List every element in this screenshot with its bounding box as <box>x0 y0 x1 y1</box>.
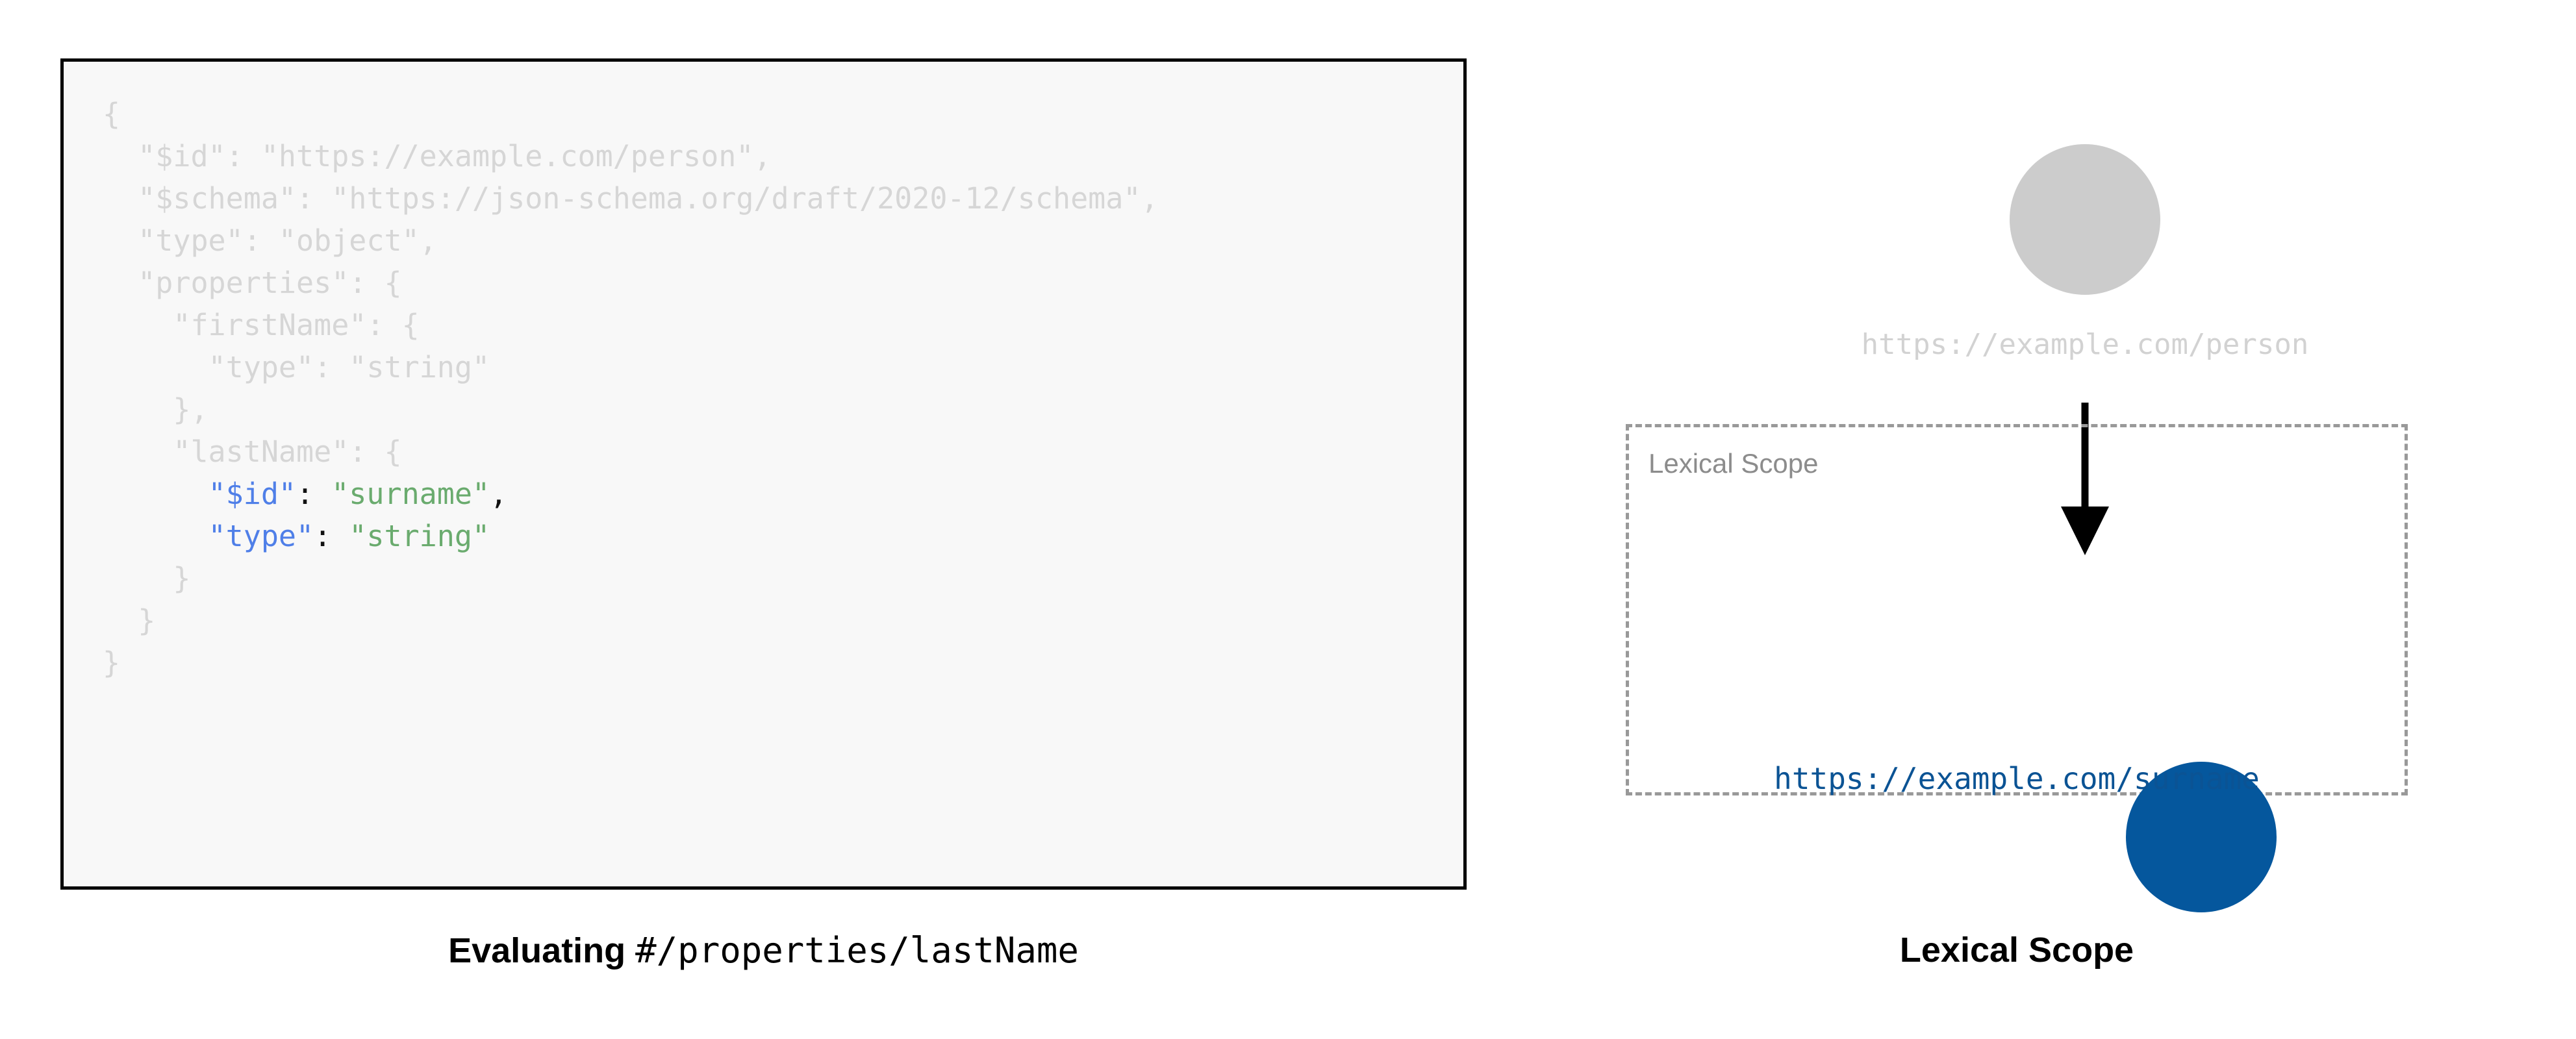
code-indent <box>103 350 208 384</box>
code-token: "$id" <box>208 477 297 511</box>
code-line: } <box>103 557 1159 599</box>
child-node-circle <box>2126 762 2277 912</box>
code-token: , <box>490 477 508 511</box>
code-token: { <box>103 97 121 131</box>
right-panel-caption: Lexical Scope <box>1899 931 2134 970</box>
code-line: "$schema": "https://json-schema.org/draf… <box>103 177 1159 219</box>
code-token: "type" <box>208 519 314 553</box>
code-token: "type": "object", <box>138 223 437 258</box>
json-schema-code-listing: { "$id": "https://example.com/person", "… <box>103 93 1159 684</box>
lexical-scope-box: Lexical Scope <box>1626 424 2408 912</box>
code-token: } <box>103 645 121 680</box>
schema-code-panel: { "$id": "https://example.com/person", "… <box>60 58 1467 971</box>
code-token: "$schema": "https://json-schema.org/draf… <box>138 181 1159 216</box>
code-indent <box>103 223 138 258</box>
code-token: "$id": "https://example.com/person", <box>138 139 772 173</box>
parent-node-label: https://example.com/person <box>1861 328 2309 361</box>
left-panel-caption: Evaluating #/properties/lastName <box>60 930 1467 971</box>
code-indent <box>103 392 173 427</box>
code-line: "type": "object", <box>103 219 1159 262</box>
code-line: } <box>103 599 1159 642</box>
code-line: { <box>103 93 1159 135</box>
code-indent <box>103 181 138 216</box>
child-node-label: https://example.com/surname <box>1774 761 2260 796</box>
lexical-scope-box-label: Lexical Scope <box>1648 448 1819 479</box>
code-indent <box>103 266 138 300</box>
code-indent <box>103 519 208 553</box>
parent-node-circle <box>2010 144 2160 295</box>
code-line: }, <box>103 388 1159 431</box>
code-token: "string" <box>349 519 490 553</box>
code-indent <box>103 603 138 638</box>
code-token: "lastName": { <box>173 434 402 469</box>
code-token: "firstName": { <box>173 308 420 342</box>
code-block: { "$id": "https://example.com/person", "… <box>60 58 1467 890</box>
code-line: "lastName": { <box>103 431 1159 473</box>
code-indent <box>103 477 208 511</box>
code-line: "$id": "surname", <box>103 473 1159 515</box>
code-token: }, <box>173 392 208 427</box>
caption-label-evaluating: Evaluating <box>448 931 636 970</box>
code-token: } <box>138 603 156 638</box>
code-line: "firstName": { <box>103 304 1159 346</box>
code-line: "type": "string" <box>103 346 1159 388</box>
code-line: } <box>103 642 1159 684</box>
caption-json-pointer: #/properties/lastName <box>635 930 1079 971</box>
code-token: : <box>314 519 349 553</box>
code-indent <box>103 139 138 173</box>
code-token: "properties": { <box>138 266 402 300</box>
code-token: "type": "string" <box>208 350 490 384</box>
code-indent <box>103 561 173 595</box>
code-indent <box>103 308 173 342</box>
code-token: } <box>173 561 191 595</box>
code-indent <box>103 434 173 469</box>
code-line: "$id": "https://example.com/person", <box>103 135 1159 177</box>
code-line: "type": "string" <box>103 515 1159 557</box>
code-token: "surname" <box>331 477 490 511</box>
code-line: "properties": { <box>103 262 1159 304</box>
lexical-scope-diagram-panel: https://example.com/person Lexical Scope… <box>1513 0 2576 1039</box>
code-token: : <box>296 477 332 511</box>
